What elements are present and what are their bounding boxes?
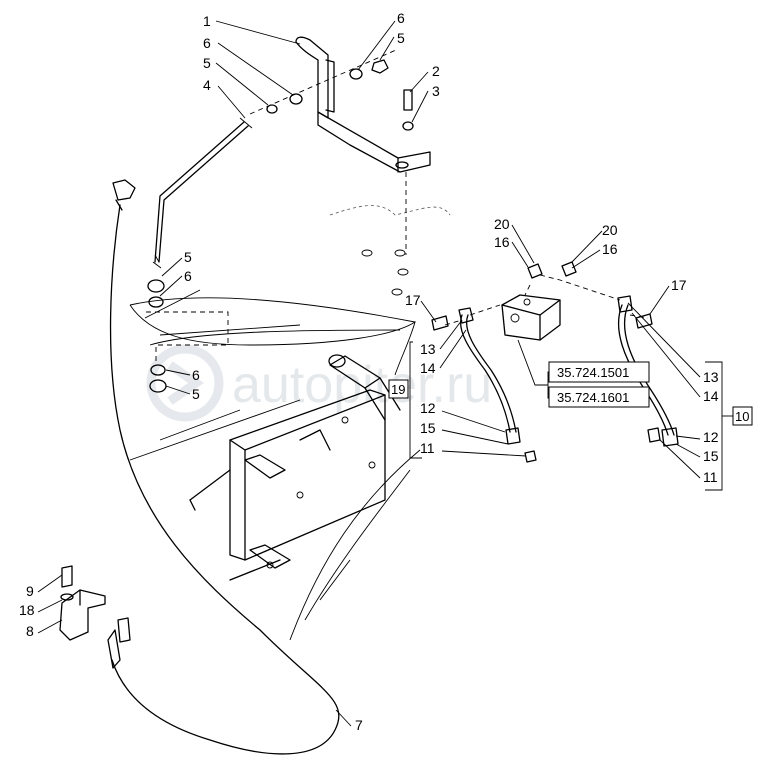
reference-boxes: 35.724.1501 35.724.1601 19 10 bbox=[388, 361, 753, 426]
lever-bracket bbox=[295, 36, 431, 173]
callout-5: 5 bbox=[192, 386, 200, 402]
hydraulic-cylinder bbox=[299, 354, 401, 451]
callout-6: 6 bbox=[397, 10, 405, 26]
callout-labels: 1 6 5 4 6 5 2 3 5 6 6 5 20 16 20 16 17 1… bbox=[19, 10, 719, 733]
left-hose bbox=[431, 307, 537, 463]
callout-20: 20 bbox=[494, 216, 510, 232]
mounting-plate bbox=[189, 389, 386, 581]
cable-bracket bbox=[59, 565, 106, 641]
leader-lines bbox=[37, 20, 733, 727]
callout-13: 13 bbox=[703, 369, 719, 385]
ref-box-2 bbox=[548, 386, 650, 408]
callout-15: 15 bbox=[703, 448, 719, 464]
callout-20: 20 bbox=[602, 222, 618, 238]
control-rod bbox=[152, 117, 253, 269]
callout-6: 6 bbox=[192, 367, 200, 383]
callout-7: 7 bbox=[355, 717, 363, 733]
assembly-lines bbox=[146, 49, 649, 362]
callout-17: 17 bbox=[405, 292, 421, 308]
callout-11: 11 bbox=[420, 440, 435, 456]
callout-16: 16 bbox=[494, 234, 510, 250]
valve-block bbox=[501, 261, 577, 341]
callout-9: 9 bbox=[26, 583, 34, 599]
callout-5: 5 bbox=[203, 55, 211, 71]
callout-6: 6 bbox=[184, 268, 192, 284]
callout-5: 5 bbox=[397, 30, 405, 46]
ref-box-2-text: 35.724.1601 bbox=[557, 390, 629, 405]
watermark-text: autopiter.ru bbox=[232, 356, 492, 414]
callout-12: 12 bbox=[420, 400, 436, 416]
callout-2: 2 bbox=[432, 63, 440, 79]
callout-1: 1 bbox=[203, 13, 211, 29]
fasteners bbox=[147, 59, 414, 393]
callout-4: 4 bbox=[203, 77, 211, 93]
callout-18: 18 bbox=[19, 602, 35, 618]
box-19 bbox=[388, 379, 409, 399]
callout-8: 8 bbox=[26, 623, 34, 639]
callout-14: 14 bbox=[703, 388, 719, 404]
callout-13: 13 bbox=[420, 341, 436, 357]
box-10 bbox=[732, 406, 753, 426]
remote-cable bbox=[107, 179, 340, 755]
callout-15: 15 bbox=[420, 420, 436, 436]
box-10-text: 10 bbox=[735, 409, 749, 424]
tractor-body-outline bbox=[129, 205, 451, 641]
callout-14: 14 bbox=[420, 360, 436, 376]
callout-6: 6 bbox=[203, 35, 211, 51]
box-19-text: 19 bbox=[391, 382, 405, 397]
callout-12: 12 bbox=[703, 429, 719, 445]
ref-box-1 bbox=[548, 361, 650, 383]
callout-3: 3 bbox=[432, 83, 440, 99]
callout-16: 16 bbox=[602, 241, 618, 257]
callout-5: 5 bbox=[184, 249, 192, 265]
ref-box-1-text: 35.724.1501 bbox=[557, 365, 629, 380]
callout-17: 17 bbox=[671, 277, 687, 293]
callout-11: 11 bbox=[703, 469, 718, 485]
